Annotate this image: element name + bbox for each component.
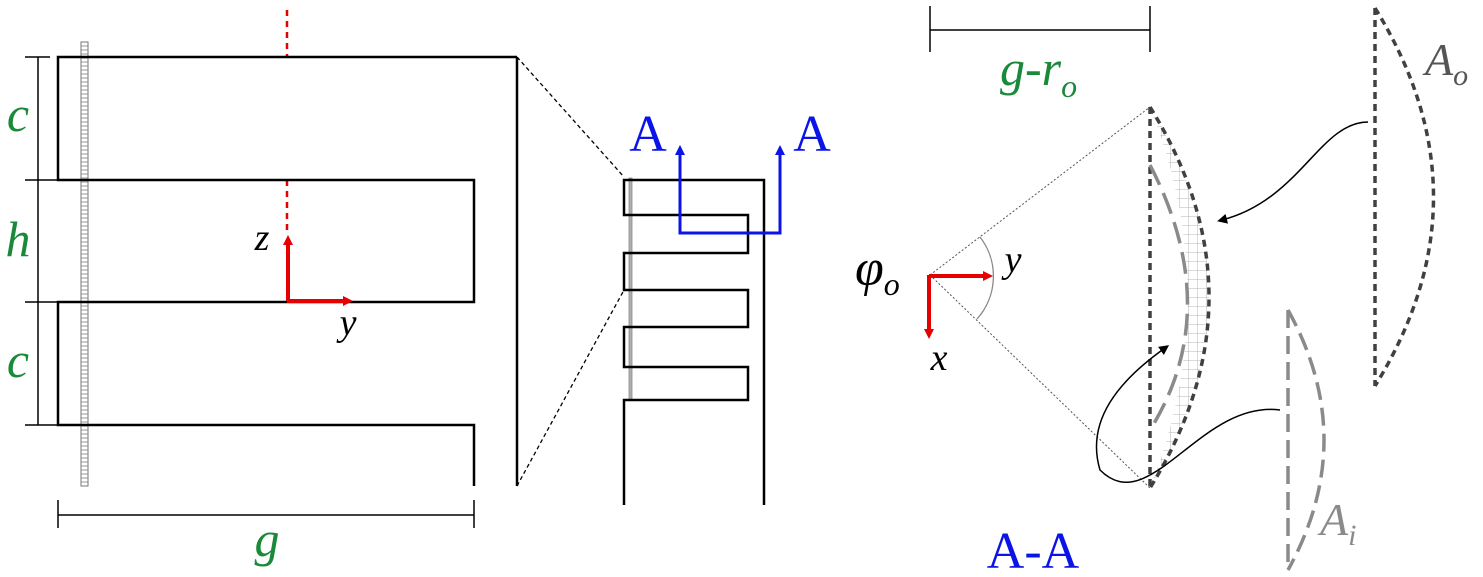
left-view: c h c g z y	[6, 10, 519, 567]
angle-label: φo	[855, 240, 900, 302]
section-title: A-A	[987, 523, 1080, 577]
callout-outer	[1217, 121, 1369, 224]
dim-c-top-label: c	[7, 86, 29, 142]
right-view: g-ro φo y x Ao Ai A-A	[855, 6, 1468, 577]
ray-upper	[929, 106, 1151, 276]
conductor-outline	[56, 55, 517, 486]
axis-z-label: z	[254, 217, 270, 259]
projection-line-top	[516, 56, 625, 178]
support-rod	[80, 41, 89, 487]
axis-x-label: x	[930, 337, 948, 379]
area-outer-main: A	[1422, 34, 1454, 85]
area-outer-subscript: o	[1453, 59, 1468, 92]
axis-y-label-right: y	[1001, 239, 1022, 281]
inner-arc-dashed	[1148, 164, 1190, 431]
section-cut-line	[678, 160, 782, 235]
dim-g-r-subscript: o	[1061, 68, 1077, 104]
axis-y-label: y	[336, 302, 357, 344]
dim-g-label: g	[255, 511, 280, 567]
angle-arc	[976, 236, 995, 320]
area-inner-subscript: i	[1348, 519, 1356, 552]
area-inner-arc	[1286, 309, 1326, 571]
dim-g-r-label: g-ro	[1000, 40, 1077, 104]
dim-c-bottom-label: c	[7, 332, 29, 388]
angle-subscript: o	[884, 266, 900, 302]
area-inner-main: A	[1317, 494, 1349, 545]
area-outer-label: Ao	[1422, 34, 1468, 92]
dim-g-r-main: g-r	[1000, 40, 1062, 96]
callout-inner	[1095, 345, 1281, 483]
meander-conductor-outline	[622, 178, 766, 505]
dim-h-label: h	[6, 211, 31, 267]
section-mark-right: A	[793, 106, 831, 163]
angle-symbol: φ	[855, 240, 884, 297]
ray-lower	[929, 274, 1151, 489]
area-inner-label: Ai	[1317, 494, 1356, 552]
cross-section-crescent	[1150, 107, 1209, 488]
middle-view: A A	[622, 106, 831, 505]
projection-line-bottom	[516, 289, 625, 487]
section-mark-left: A	[629, 106, 667, 163]
